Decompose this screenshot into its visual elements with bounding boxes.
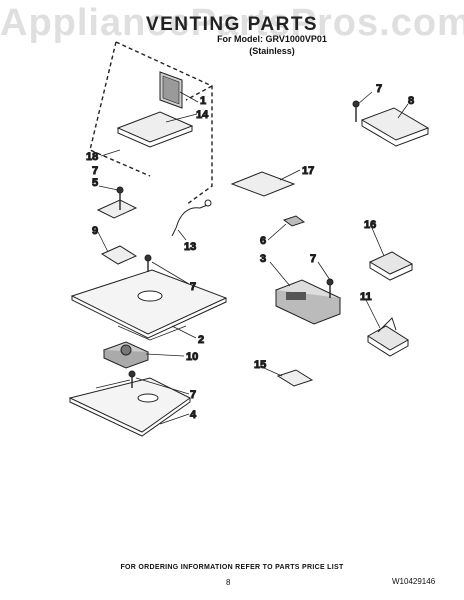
callout-7-c: 7 bbox=[190, 389, 196, 401]
part-mount-bracket bbox=[368, 251, 414, 281]
part-damper-plate bbox=[100, 245, 138, 265]
watermark: AppliancePartsPros.com bbox=[0, 2, 464, 44]
callout-5: 5 bbox=[92, 177, 98, 189]
part-top-bracket bbox=[352, 100, 430, 147]
callout-9: 9 bbox=[92, 225, 98, 237]
callout-10: 10 bbox=[186, 351, 198, 363]
callout-14: 14 bbox=[196, 109, 209, 121]
finish-line: (Stainless) bbox=[249, 46, 295, 56]
callout-7-e: 7 bbox=[376, 83, 382, 95]
leader-lines bbox=[97, 91, 409, 425]
callout-11: 11 bbox=[360, 291, 372, 303]
part-plate bbox=[276, 369, 314, 387]
callout-16: 16 bbox=[364, 219, 376, 231]
callout-7-a: 7 bbox=[92, 165, 98, 177]
callout-7-b: 7 bbox=[190, 281, 196, 293]
callout-2: 2 bbox=[198, 334, 204, 346]
part-wire-harness bbox=[171, 199, 212, 237]
callout-17: 17 bbox=[302, 165, 314, 177]
callouts: 1 14 18 7 5 13 9 7 2 10 7 4 17 6 3 7 7 8… bbox=[86, 83, 415, 422]
callout-7-d: 7 bbox=[310, 253, 316, 265]
ordering-note: FOR ORDERING INFORMATION REFER TO PARTS … bbox=[120, 564, 344, 571]
part-filter-panel bbox=[159, 71, 183, 109]
part-filter-tray bbox=[116, 111, 194, 148]
document-id: W10429146 bbox=[392, 577, 436, 586]
model-line: For Model: GRV1000VP01 bbox=[217, 34, 327, 44]
callout-6: 6 bbox=[260, 235, 266, 247]
part-clip bbox=[282, 215, 306, 227]
part-support bbox=[367, 317, 409, 357]
page-title: VENTING PARTS bbox=[145, 14, 319, 35]
part-blower-motor bbox=[102, 341, 150, 369]
part-vent-panel bbox=[70, 254, 228, 341]
page-number: 8 bbox=[226, 578, 231, 587]
part-gasket bbox=[230, 171, 296, 197]
part-bracket-small bbox=[96, 186, 138, 219]
callout-15: 15 bbox=[254, 359, 266, 371]
callout-8: 8 bbox=[408, 95, 414, 107]
part-switch-assembly bbox=[274, 278, 342, 325]
callout-4: 4 bbox=[190, 409, 197, 421]
callout-13: 13 bbox=[184, 241, 196, 253]
part-lower-panel bbox=[68, 370, 191, 437]
callout-3: 3 bbox=[260, 253, 266, 265]
callout-1: 1 bbox=[200, 95, 206, 107]
callout-18: 18 bbox=[86, 151, 98, 163]
